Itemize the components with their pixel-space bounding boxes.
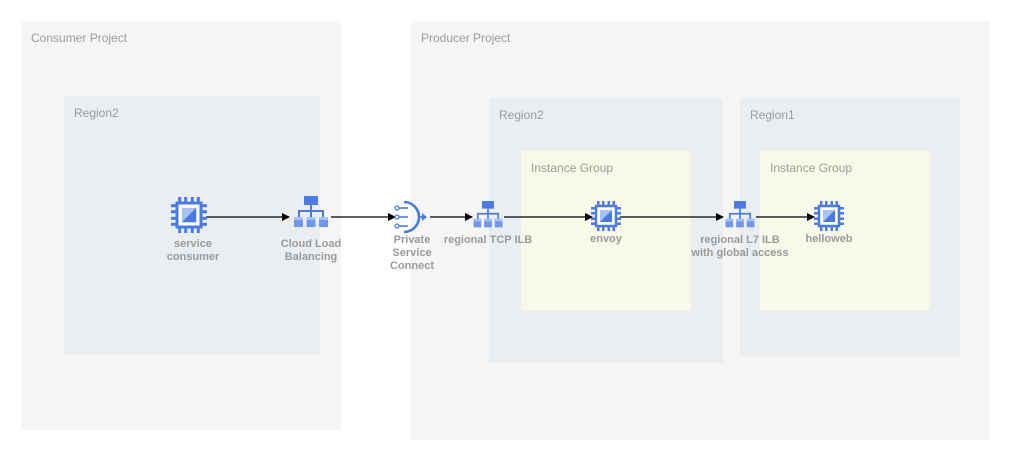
instance-group-1-label: Instance Group [531,161,614,175]
consumer-project-label: Consumer Project [31,31,128,45]
service-consumer-label: service consumer [166,238,220,263]
tcp-ilb-icon [473,201,503,228]
private-service-connect-icon [394,200,427,234]
producer-project-label: Producer Project [421,31,511,45]
producer-region2-label: Region2 [499,108,544,122]
instance-group-2-label: Instance Group [770,161,853,175]
private-service-connect-label: Private Service Connect [390,234,434,272]
consumer-region-label: Region2 [74,106,119,120]
instance-group-2: Instance Group [760,151,930,310]
producer-region1-label: Region1 [750,108,795,122]
l7-ilb-icon [725,201,755,228]
l7-ilb-label: regional L7 ILB with global access [691,234,789,259]
tcp-ilb-label: regional TCP ILB [443,234,533,246]
cloud-load-balancing-icon [294,196,328,227]
envoy-icon [589,199,623,233]
helloweb-label: helloweb [805,233,853,245]
instance-group-1: Instance Group [521,151,691,310]
envoy-label: envoy [590,233,622,245]
cloud-load-balancing-label: Cloud Load Balancing [280,238,342,263]
service-consumer-icon [169,195,209,235]
helloweb-icon [812,199,846,233]
